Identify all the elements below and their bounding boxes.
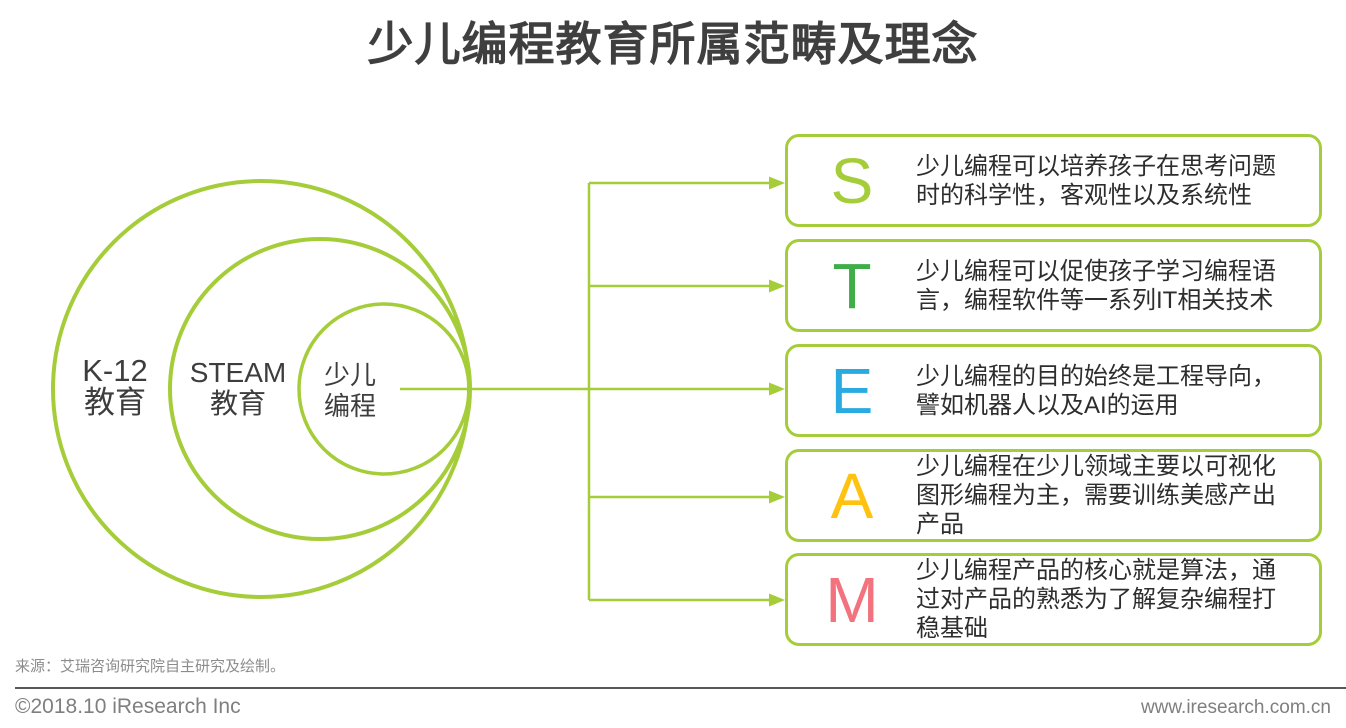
- steam-box-e: E 少儿编程的目的始终是工程导向，譬如机器人以及AI的运用: [785, 344, 1322, 437]
- steam-box-m: M 少儿编程产品的核心就是算法，通过对产品的熟悉为了解复杂编程打稳基础: [785, 553, 1322, 646]
- arrowhead-t-icon: [769, 279, 785, 293]
- page-title: 少儿编程教育所属范畴及理念: [367, 18, 979, 70]
- source-note: 来源：艾瑞咨询研究院自主研究及绘制。: [15, 658, 286, 675]
- venn-label-steam: STEAM 教育: [168, 357, 308, 419]
- steam-box-m-text: 少儿编程产品的核心就是算法，通过对产品的熟悉为了解复杂编程打稳基础: [916, 557, 1276, 642]
- venn-label-kids-line2: 编程: [323, 391, 376, 421]
- steam-box-s: S 少儿编程可以培养孩子在思考问题时的科学性，客观性以及系统性: [785, 134, 1322, 227]
- steam-letter-t: T: [832, 249, 872, 322]
- footer-website-link[interactable]: www.iresearch.com.cn: [1140, 697, 1331, 718]
- steam-letter-e: E: [830, 354, 874, 427]
- steam-box-a: A 少儿编程在少儿领域主要以可视化图形编程为主，需要训练美感产出产品: [785, 449, 1322, 542]
- venn-label-steam-line2: 教育: [209, 388, 266, 419]
- steam-letter-a: A: [830, 459, 874, 532]
- steam-letter-s: S: [830, 144, 874, 217]
- steam-box-t: T 少儿编程可以促使孩子学习编程语言，编程软件等一系列IT相关技术: [785, 239, 1322, 332]
- steam-box-a-text: 少儿编程在少儿领域主要以可视化图形编程为主，需要训练美感产出产品: [916, 453, 1276, 538]
- steam-box-e-text: 少儿编程的目的始终是工程导向，譬如机器人以及AI的运用: [916, 362, 1276, 419]
- arrowhead-s-icon: [769, 176, 785, 190]
- venn-label-k12-line2: 教育: [84, 385, 146, 420]
- footer-copyright: ©2018.10 iResearch Inc: [15, 695, 241, 718]
- venn-label-kids-line1: 少儿: [323, 360, 376, 390]
- steam-box-s-text: 少儿编程可以培养孩子在思考问题时的科学性，客观性以及系统性: [916, 152, 1276, 209]
- venn-label-k12: K-12 教育: [45, 355, 185, 419]
- steam-letter-m: M: [825, 563, 879, 636]
- steam-box-t-text: 少儿编程可以促使孩子学习编程语言，编程软件等一系列IT相关技术: [916, 257, 1276, 314]
- venn-label-steam-line1: STEAM: [189, 357, 287, 388]
- arrowhead-e-icon: [769, 382, 785, 396]
- footer-divider: [15, 687, 1346, 689]
- arrowhead-a-icon: [769, 490, 785, 504]
- arrowhead-m-icon: [769, 593, 785, 607]
- venn-label-k12-line1: K-12: [82, 353, 148, 388]
- venn-label-kids-coding: 少儿 编程: [300, 360, 400, 422]
